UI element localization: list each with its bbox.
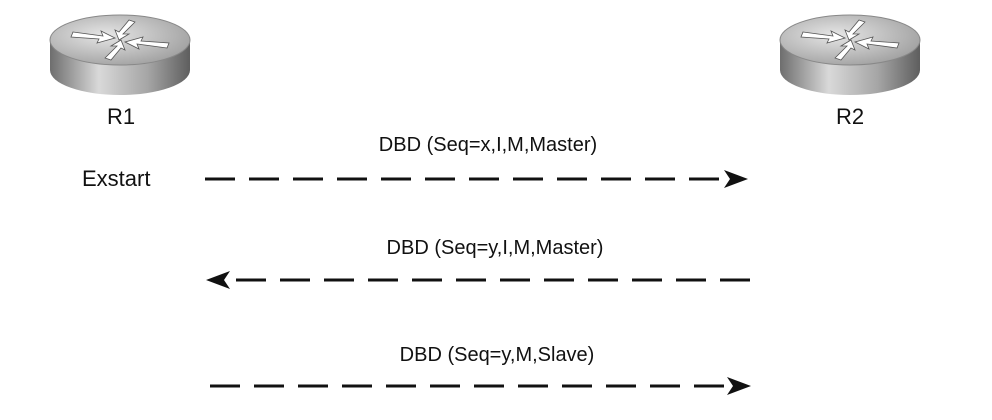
router-label-r2: R2 [836, 104, 865, 129]
arrow-head-icon [724, 170, 748, 188]
router-icon [49, 14, 191, 95]
router-label-r1: R1 [107, 104, 136, 129]
message-label: DBD (Seq=y,M,Slave) [399, 344, 595, 366]
arrow-head-icon [206, 271, 230, 289]
arrow-head-icon [727, 377, 751, 395]
message-label: DBD (Seq=y,I,M,Master) [386, 237, 604, 259]
router-icon [779, 14, 921, 95]
message-label: DBD (Seq=x,I,M,Master) [378, 134, 598, 156]
state-label: Exstart [82, 166, 151, 191]
